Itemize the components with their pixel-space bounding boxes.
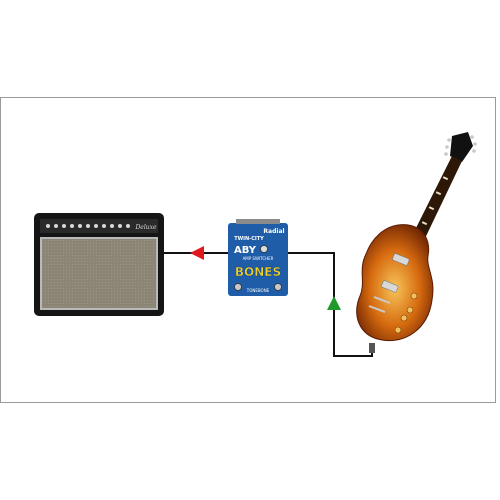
pedal-brand: Radial bbox=[263, 228, 284, 235]
guitar-output-jack bbox=[369, 343, 375, 353]
guitar-pickup-bridge bbox=[381, 280, 399, 293]
guitar-headstock bbox=[450, 132, 473, 162]
guitar-tuners bbox=[444, 135, 477, 156]
pedal-body bbox=[228, 223, 288, 296]
guitar-tailpiece bbox=[368, 305, 386, 313]
pedal-footer: TONEBONE bbox=[246, 288, 270, 293]
pedal-title: TWIN-CITY bbox=[234, 236, 264, 242]
pedal-subtitle: AMP SWITCHER bbox=[243, 256, 274, 261]
electric-guitar bbox=[356, 132, 477, 353]
pedal-logo: BONES bbox=[235, 265, 281, 279]
signal-arrow-into-amp bbox=[190, 246, 204, 260]
guitar-knobs bbox=[394, 292, 418, 334]
guitar-pickup-neck bbox=[392, 253, 410, 266]
pedal-model: ABY bbox=[234, 245, 257, 256]
guitar-neck bbox=[406, 156, 462, 253]
aby-pedal: Radial TWIN-CITY ABY AMP SWITCHER BONES … bbox=[228, 219, 288, 296]
amp-badge: Deluxe bbox=[134, 224, 157, 231]
pedal-footswitch-right bbox=[274, 283, 282, 291]
amp-control-panel bbox=[40, 219, 158, 233]
guitar-amplifier: Deluxe bbox=[34, 213, 164, 316]
signal-arrow-into-pedal bbox=[327, 296, 341, 310]
pedal-knob bbox=[260, 245, 268, 253]
cable-guitar-to-pedal bbox=[288, 252, 373, 357]
pedal-footswitch-left bbox=[234, 283, 242, 291]
guitar-bridge bbox=[373, 296, 391, 304]
amp-knobs bbox=[46, 224, 130, 228]
guitar-inlays bbox=[421, 176, 449, 226]
amp-grille bbox=[40, 237, 158, 310]
guitar-body bbox=[356, 224, 434, 342]
pedal-top-jacks bbox=[236, 219, 280, 224]
